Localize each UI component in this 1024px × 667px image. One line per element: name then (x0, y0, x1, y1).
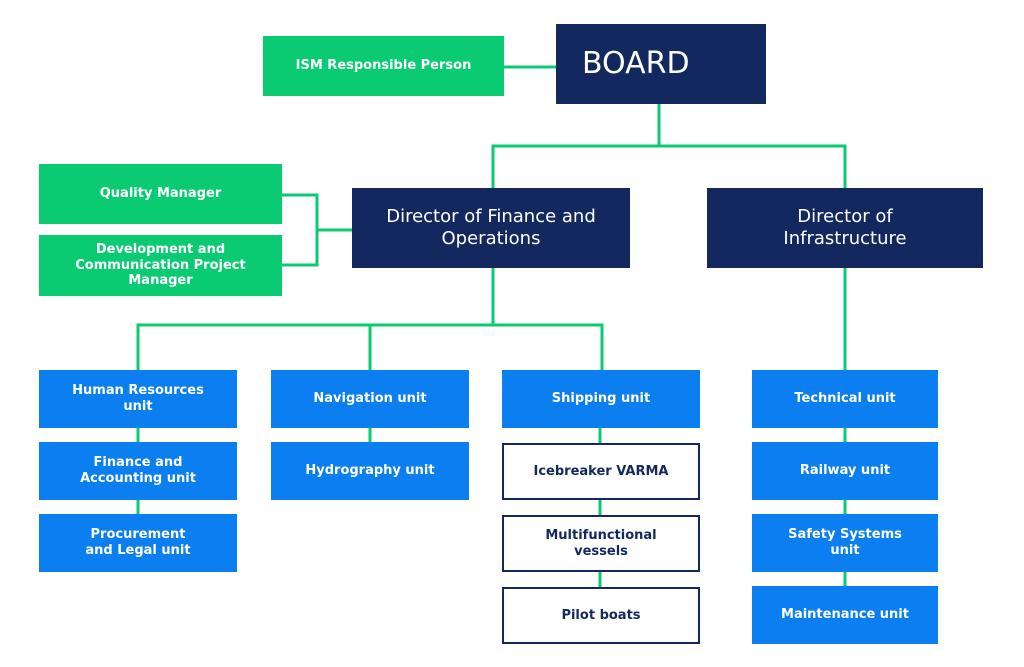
director-finance-box: Director of Finance and Operations (352, 188, 630, 268)
director-infrastructure-box: Director of Infrastructure (707, 188, 983, 268)
pilot-boats-box: Pilot boats (502, 587, 700, 644)
ism-responsible-person-label: ISM Responsible Person (295, 58, 472, 74)
quality-manager-box: Quality Manager (39, 164, 282, 224)
shipping-unit-label: Shipping unit (551, 391, 651, 407)
director-finance-label: Director of Finance and Operations (386, 206, 596, 249)
navigation-unit-label: Navigation unit (313, 391, 427, 407)
technical-unit-label: Technical unit (794, 391, 896, 407)
procurement-legal-unit-label: Procurement and Legal unit (85, 527, 191, 558)
safety-systems-unit-label: Safety Systems unit (788, 527, 902, 558)
maintenance-unit-box: Maintenance unit (752, 586, 938, 644)
quality-connector (282, 193, 319, 267)
procurement-legal-unit-box: Procurement and Legal unit (39, 514, 237, 572)
hr-unit-box: Human Resources unit (39, 370, 237, 428)
dev-comm-manager-label: Development and Communication Project Ma… (75, 242, 246, 289)
maintenance-unit-label: Maintenance unit (781, 607, 909, 623)
multifunctional-vessels-label: Multifunctional vessels (545, 527, 657, 559)
icebreaker-varma-box: Icebreaker VARMA (502, 443, 700, 500)
board-label: BOARD (582, 46, 690, 81)
technical-unit-box: Technical unit (752, 370, 938, 428)
railway-unit-label: Railway unit (799, 463, 891, 479)
ism-responsible-person-box: ISM Responsible Person (263, 36, 504, 96)
finance-accounting-unit-label: Finance and Accounting unit (80, 455, 196, 486)
shipping-unit-box: Shipping unit (502, 370, 700, 428)
hydrography-unit-box: Hydrography unit (271, 442, 469, 500)
hydrography-unit-label: Hydrography unit (305, 463, 435, 479)
safety-systems-unit-box: Safety Systems unit (752, 514, 938, 572)
icebreaker-varma-label: Icebreaker VARMA (533, 463, 669, 479)
director-infrastructure-label: Director of Infrastructure (783, 206, 907, 249)
pilot-boats-label: Pilot boats (561, 607, 641, 623)
dev-comm-manager-box: Development and Communication Project Ma… (39, 235, 282, 296)
multifunctional-vessels-box: Multifunctional vessels (502, 515, 700, 572)
navigation-unit-box: Navigation unit (271, 370, 469, 428)
board-box: BOARD (556, 24, 766, 104)
quality-manager-label: Quality Manager (99, 186, 222, 202)
hr-unit-label: Human Resources unit (72, 383, 204, 414)
directors-bus (491, 144, 847, 188)
finance-accounting-unit-box: Finance and Accounting unit (39, 442, 237, 500)
railway-unit-box: Railway unit (752, 442, 938, 500)
